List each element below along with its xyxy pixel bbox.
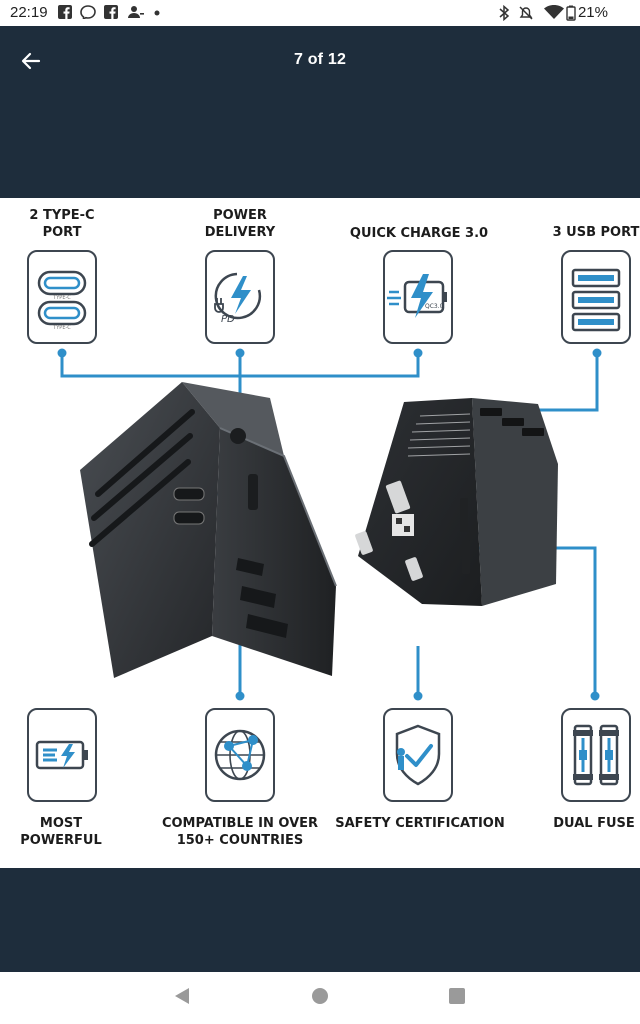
feature-label-compatible: COMPATIBLE IN OVER 150+ COUNTRIES xyxy=(161,816,319,848)
battery-bolt-icon xyxy=(35,740,88,770)
bluetooth-icon xyxy=(499,5,510,21)
type-c-ports-icon: TYPE-C TYPE-C xyxy=(37,270,87,331)
travel-adapter-back xyxy=(355,398,558,606)
usb-ports-icon xyxy=(571,268,621,332)
wifi-icon xyxy=(544,5,564,19)
feature-label-safety: SAFETY CERTIFICATION xyxy=(335,816,505,831)
status-time: 22:19 xyxy=(10,4,48,21)
back-button[interactable] xyxy=(14,44,48,78)
navigation-bar xyxy=(0,972,640,1024)
feature-label-most-powerful: MOST POWERFUL xyxy=(20,816,102,848)
nav-home-icon[interactable] xyxy=(310,986,330,1006)
facebook-icon xyxy=(58,5,72,19)
product-image[interactable]: 2 TYPE-C PORT POWER DELIVERY QUICK CHARG… xyxy=(0,198,640,868)
feature-label-power-delivery: POWER DELIVERY xyxy=(204,208,276,240)
type-c-text: TYPE-C xyxy=(52,325,71,331)
most-powerful-box xyxy=(27,708,97,802)
globe-icon xyxy=(214,729,266,781)
messenger-icon xyxy=(80,5,96,19)
facebook-icon xyxy=(104,5,118,19)
qc-text: QC3.0 xyxy=(425,303,444,310)
safety-box xyxy=(383,708,453,802)
quick-charge-icon: QC3.0 xyxy=(387,274,447,318)
arrow-left-icon xyxy=(21,52,41,70)
app-bar: 7 of 12 xyxy=(0,26,640,198)
pd-text: PD xyxy=(221,314,235,325)
power-delivery-icon: PD xyxy=(214,272,262,325)
battery-icon xyxy=(566,5,576,21)
shield-check-icon xyxy=(395,724,441,786)
nav-back-icon[interactable] xyxy=(173,986,191,1006)
person-add-icon xyxy=(128,6,144,18)
status-bar: 22:19 21% xyxy=(0,0,640,26)
dual-fuse-box xyxy=(561,708,631,802)
quick-charge-box: QC3.0 xyxy=(383,250,453,344)
travel-adapter-front xyxy=(80,382,337,678)
type-c-box: TYPE-C TYPE-C xyxy=(27,250,97,344)
fuse-icon xyxy=(573,724,619,786)
bottom-band xyxy=(0,868,640,972)
nav-recents-icon[interactable] xyxy=(448,986,466,1006)
compatible-box xyxy=(205,708,275,802)
feature-label-quick-charge: QUICK CHARGE 3.0 xyxy=(349,226,489,241)
page-counter: 7 of 12 xyxy=(293,51,347,68)
feature-label-usb-port: 3 USB PORT xyxy=(552,225,640,240)
battery-percent: 21% xyxy=(577,4,608,21)
mute-icon xyxy=(519,6,533,20)
feature-label-type-c: 2 TYPE-C PORT xyxy=(29,208,95,240)
dot-icon xyxy=(154,10,160,16)
power-delivery-box: PD xyxy=(205,250,275,344)
feature-label-dual-fuse: DUAL FUSE xyxy=(553,816,635,831)
type-c-text: TYPE-C xyxy=(52,295,71,301)
usb-port-box xyxy=(561,250,631,344)
